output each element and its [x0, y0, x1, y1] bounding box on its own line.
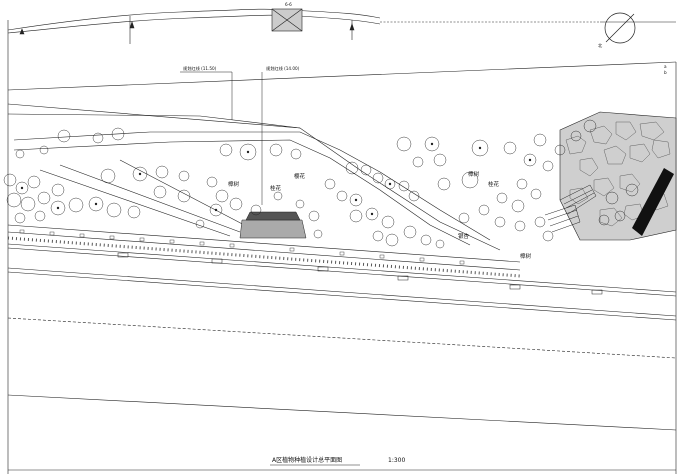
site-boundary: [7, 61, 677, 251]
plant-label-2: 樱花: [294, 172, 306, 180]
drawing-scale: 1:300: [388, 457, 405, 464]
plant-label-5: 桂花: [488, 180, 500, 188]
plant-label-3: 桂花: [270, 184, 282, 192]
section-cut-label: 6-6: [285, 2, 292, 7]
road-bands: [7, 224, 677, 471]
plant-label-1: 樟树: [228, 180, 240, 188]
edge-mark-a: a: [664, 64, 667, 69]
road-markings: [117, 252, 603, 295]
tree-canopies: [3, 119, 639, 249]
callout-leaders: [180, 71, 263, 205]
north-arrow: [604, 12, 636, 44]
north-mark: 北: [598, 42, 603, 49]
paver-row: [19, 229, 465, 265]
callout-redline-2: 规划红线 (14.00): [266, 65, 300, 72]
tree-trunk-marks: [20, 142, 532, 216]
stone-garden: [544, 111, 677, 241]
edge-mark-b: b: [664, 70, 667, 75]
section-elevation: [7, 8, 676, 44]
plant-label-7: 樟树: [520, 252, 532, 260]
drawing-title: A区植物种植设计总平面图: [272, 456, 342, 464]
central-plaza: [239, 211, 307, 239]
title-block: A区植物种植设计总平面图 1:300: [270, 456, 405, 466]
plant-label-6: 银杏: [458, 232, 470, 240]
callout-redline-1: 规划红线 (11.50): [183, 65, 217, 72]
frame: [7, 20, 677, 474]
plant-label-4: 樟树: [468, 170, 480, 178]
